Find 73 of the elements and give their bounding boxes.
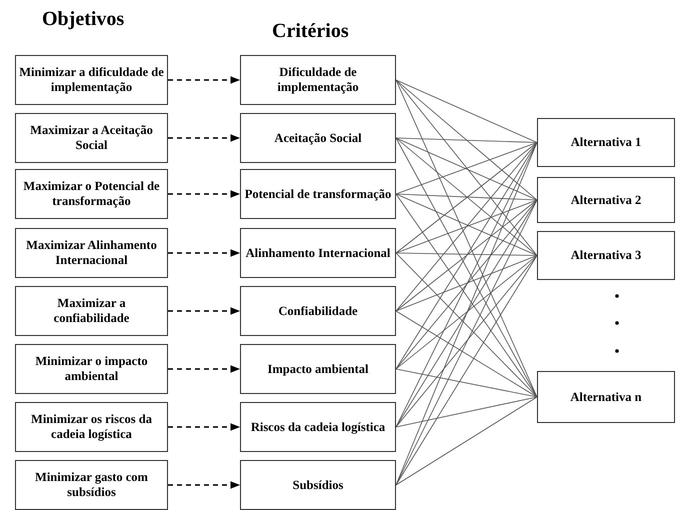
- process-box: [15, 460, 168, 510]
- connector-line: [396, 142, 538, 312]
- dashed-arrow: [168, 76, 240, 84]
- dashed-arrow: [168, 190, 240, 198]
- connector-line: [396, 194, 538, 200]
- box-label: Alternativa 1: [570, 135, 642, 150]
- box-label: Minimizar o impacto ambiental: [34, 354, 149, 384]
- connector-line: [396, 200, 538, 312]
- process-box: [240, 228, 396, 278]
- connector-line: [396, 252, 538, 256]
- process-box: [15, 344, 168, 394]
- connector-line: [396, 255, 538, 428]
- dashed-arrow: [168, 423, 240, 431]
- connector-line: [396, 368, 538, 398]
- column-heading: Objetivos: [42, 8, 124, 31]
- connector-line: [396, 200, 538, 370]
- connector-line: [396, 396, 538, 486]
- box-label: Impacto ambiental: [267, 362, 369, 376]
- connector-line: [396, 142, 538, 194]
- process-box: [240, 55, 396, 105]
- box-label: Minimizar os riscos da cadeia logística: [30, 412, 153, 442]
- connector-line: [396, 80, 538, 143]
- box-label: Alternativa 2: [570, 192, 642, 208]
- dashed-arrow: [168, 481, 240, 489]
- dashed-arrow: [168, 365, 240, 373]
- process-box: [15, 286, 168, 336]
- connector-line: [396, 310, 538, 398]
- box-label: Subsídios: [292, 478, 344, 492]
- connector-line: [396, 80, 538, 200]
- process-box: [537, 118, 675, 167]
- process-box: [240, 113, 396, 163]
- dashed-arrow: [168, 134, 240, 142]
- connector-line: [396, 255, 538, 370]
- connector-line: [396, 80, 538, 398]
- box-label: Confiabilidade: [278, 304, 358, 318]
- box-label: Riscos da cadeia logística: [250, 420, 386, 434]
- box-label: Potencial de transformação: [244, 186, 392, 202]
- box-label: Minimizar gasto com subsídios: [34, 470, 149, 500]
- process-box: [15, 402, 168, 452]
- connector-line: [396, 194, 538, 398]
- process-box: [15, 113, 168, 163]
- box-label: Dificuldade de implementação: [276, 65, 360, 95]
- box-label: Maximizar o Potencial de transformação: [22, 179, 161, 209]
- connector-line: [396, 255, 538, 312]
- connector-line: [396, 80, 538, 256]
- box-label: Maximizar a Aceitação Social: [29, 123, 154, 153]
- dashed-arrow: [168, 249, 240, 257]
- box-label: Aceitação Social: [274, 130, 362, 146]
- process-box: [15, 55, 168, 105]
- connector-line: [396, 138, 538, 143]
- box-label: Alternativa 3: [570, 248, 642, 263]
- column-heading: Critérios: [272, 20, 349, 43]
- box-label: Minimizar a dificuldade de implementação: [19, 65, 164, 95]
- process-box: [537, 371, 675, 423]
- process-box: [537, 231, 675, 280]
- process-box: [240, 344, 396, 394]
- process-box: [15, 169, 168, 219]
- process-box: [240, 460, 396, 510]
- process-box: [240, 286, 396, 336]
- process-box: [240, 169, 396, 219]
- process-box: [537, 177, 675, 223]
- box-label: Alternativa n: [570, 390, 642, 404]
- box-label: Alinhamento Internacional: [246, 246, 390, 260]
- connector-line: [396, 396, 538, 428]
- process-box: [15, 228, 168, 278]
- process-box: [240, 402, 396, 452]
- connector-line: [396, 255, 538, 486]
- connector-line: [396, 252, 538, 398]
- dashed-arrow: [168, 307, 240, 315]
- connector-line: [396, 200, 538, 428]
- box-label: Maximizar a confiabilidade: [52, 296, 130, 326]
- box-label: Maximizar Alinhamento Internacional: [25, 238, 158, 268]
- connector-line: [396, 138, 538, 200]
